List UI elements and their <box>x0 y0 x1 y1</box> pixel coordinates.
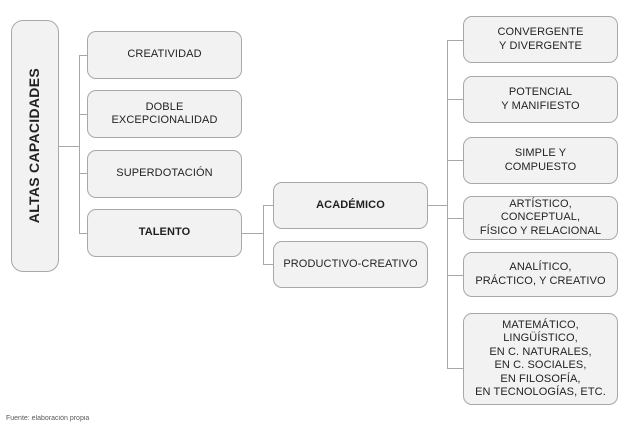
connector-to-analitico-practico <box>447 275 464 276</box>
node-convergente-divergente[interactable]: CONVERGENTE Y DIVERGENTE <box>463 16 618 63</box>
connector-to-academico <box>263 205 274 206</box>
connector-to-productivo-creativo <box>263 264 274 265</box>
node-altas-capacidades-label: ALTAS CAPACIDADES <box>26 68 43 224</box>
node-potencial-manifiesto[interactable]: POTENCIAL Y MANIFIESTO <box>463 76 618 123</box>
node-academico-label: ACADÉMICO <box>316 198 385 211</box>
connector-level2-trunk <box>263 205 264 264</box>
connector-to-creatividad <box>79 55 88 56</box>
node-potencial-manifiesto-label: POTENCIAL Y MANIFIESTO <box>501 86 580 112</box>
node-convergente-divergente-label: CONVERGENTE Y DIVERGENTE <box>497 26 584 52</box>
connector-to-potencial-manifiesto <box>447 99 464 100</box>
node-doble-excepcionalidad[interactable]: DOBLE EXCEPCIONALIDAD <box>87 90 242 138</box>
node-analitico-practico-label: ANALÍTICO, PRÁCTICO, Y CREATIVO <box>475 261 606 287</box>
node-matematico-linguistico-label: MATEMÁTICO, LINGÜÍSTICO, EN C. NATURALES… <box>475 318 606 399</box>
node-superdotacion-label: SUPERDOTACIÓN <box>116 167 213 180</box>
connector-level3-trunk <box>447 40 448 368</box>
connector-to-doble-excepcionalidad <box>79 114 88 115</box>
connector-talento-stub <box>242 233 263 234</box>
node-creatividad-label: CREATIVIDAD <box>127 48 202 61</box>
connector-level1-trunk <box>79 55 80 234</box>
node-superdotacion[interactable]: SUPERDOTACIÓN <box>87 150 242 198</box>
node-matematico-linguistico[interactable]: MATEMÁTICO, LINGÜÍSTICO, EN C. NATURALES… <box>463 313 618 405</box>
node-productivo-creativo-label: PRODUCTIVO-CREATIVO <box>283 257 418 270</box>
node-artistico-conceptual-label: ARTÍSTICO, CONCEPTUAL, FÍSICO Y RELACION… <box>479 197 602 237</box>
node-artistico-conceptual[interactable]: ARTÍSTICO, CONCEPTUAL, FÍSICO Y RELACION… <box>463 196 618 240</box>
node-creatividad[interactable]: CREATIVIDAD <box>87 31 242 79</box>
node-doble-excepcionalidad-label: DOBLE EXCEPCIONALIDAD <box>111 100 218 127</box>
node-productivo-creativo[interactable]: PRODUCTIVO-CREATIVO <box>273 241 428 288</box>
node-simple-compuesto[interactable]: SIMPLE Y COMPUESTO <box>463 137 618 184</box>
connector-academico-stub <box>428 205 448 206</box>
connector-to-artistico-conceptual <box>447 218 464 219</box>
node-academico[interactable]: ACADÉMICO <box>273 182 428 229</box>
connector-to-convergente-divergente <box>447 40 464 41</box>
connector-to-simple-compuesto <box>447 160 464 161</box>
node-talento[interactable]: TALENTO <box>87 209 242 257</box>
node-simple-compuesto-label: SIMPLE Y COMPUESTO <box>504 147 577 173</box>
node-altas-capacidades[interactable]: ALTAS CAPACIDADES <box>11 20 59 272</box>
connector-to-talento <box>79 233 88 234</box>
source-footnote: Fuente: elaboración propia <box>6 415 90 422</box>
connector-to-matematico-linguistico <box>447 368 464 369</box>
node-talento-label: TALENTO <box>138 226 191 239</box>
connector-to-superdotacion <box>79 173 88 174</box>
node-analitico-practico[interactable]: ANALÍTICO, PRÁCTICO, Y CREATIVO <box>463 252 618 297</box>
connector-root-stub <box>59 146 79 147</box>
